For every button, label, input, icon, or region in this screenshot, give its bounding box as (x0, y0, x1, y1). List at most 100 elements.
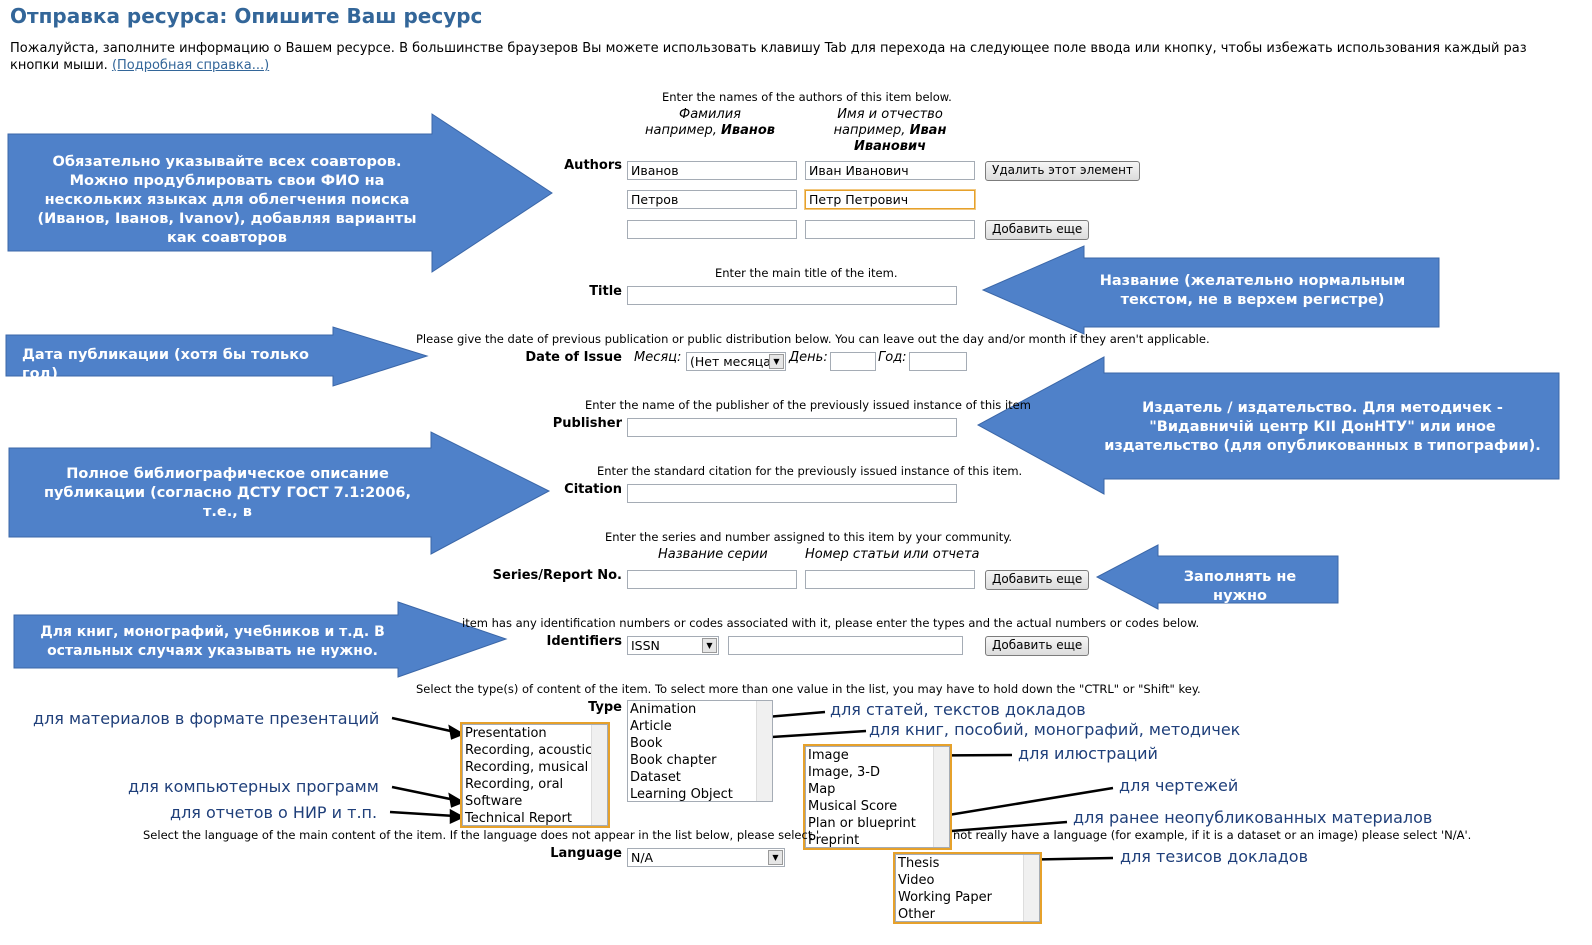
last-name-hint: Фамилия например, Иванов (644, 107, 776, 138)
author-first-name-field[interactable]: Петр Петрович (805, 190, 975, 209)
list-item[interactable]: Book chapter (630, 753, 717, 768)
callout-arrow-citation (8, 431, 551, 555)
language-select[interactable]: N/A▼ (627, 848, 785, 867)
list-item[interactable]: Recording, musical (465, 760, 589, 775)
type-hint: Select the type(s) of content of the ite… (416, 682, 1201, 696)
language-label: Language (550, 846, 622, 861)
callout-arrow-authors (7, 113, 553, 273)
intro-text: Пожалуйста, заполните информацию о Вашем… (10, 40, 1570, 74)
callout-identifiers: Для книг, монографий, учебников и т.д. В… (40, 624, 385, 659)
language-hint: Select the language of the main content … (143, 828, 820, 842)
title-label: Title (589, 284, 622, 299)
callout-arrow-title (981, 245, 1440, 335)
identifier-value-field[interactable] (728, 636, 963, 655)
list-item[interactable]: Other (898, 907, 935, 922)
list-item[interactable]: Book (630, 736, 663, 751)
callout-arrow-identifiers (13, 601, 508, 678)
callout-arrow-date (5, 326, 429, 387)
day-field[interactable] (830, 352, 876, 371)
title-hint: Enter the main title of the item. (715, 266, 898, 280)
list-item[interactable]: Dataset (630, 770, 681, 785)
title-field[interactable] (627, 286, 957, 305)
note-presentation: для материалов в формате презентаций (33, 709, 380, 728)
series-name-hint: Название серии (658, 547, 768, 562)
month-select[interactable]: (Нет месяца)▼ (686, 352, 786, 371)
callout-arrow-series (1095, 544, 1339, 610)
author-last-name-field[interactable]: Иванов (627, 161, 797, 180)
callout-publisher: Издатель / издательство. Для методичек -… (1104, 400, 1541, 454)
list-item[interactable]: Article (630, 719, 672, 734)
scrollbar[interactable] (933, 747, 949, 847)
series-label: Series/Report No. (492, 568, 622, 583)
list-item[interactable]: Image, 3-D (808, 765, 880, 780)
chevron-down-icon[interactable]: ▼ (768, 850, 783, 865)
list-item[interactable]: Working Paper (898, 890, 992, 905)
type-list-section[interactable]: Image Image, 3-D Map Musical Score Plan … (803, 744, 952, 850)
type-list[interactable]: Animation Article Book Book chapter Data… (627, 700, 773, 802)
list-item[interactable]: Animation (630, 702, 697, 717)
intro-paragraph: Пожалуйста, заполните информацию о Вашем… (10, 41, 1527, 73)
language-hint-end: not really have a language (for example,… (953, 828, 1472, 842)
list-item[interactable]: Learning Object (630, 787, 733, 802)
series-hint: Enter the series and number assigned to … (605, 530, 1013, 544)
pointer-report (389, 810, 456, 818)
publisher-label: Publisher (552, 416, 622, 431)
type-list-section[interactable]: Presentation Recording, acoustical Recor… (460, 722, 610, 828)
series-number-field[interactable] (805, 570, 975, 589)
series-name-field[interactable] (627, 570, 797, 589)
list-item[interactable]: Recording, acoustical (465, 743, 604, 758)
note-thesis: для тезисов докладов (1120, 847, 1308, 866)
year-field[interactable] (909, 352, 967, 371)
list-item[interactable]: Thesis (898, 856, 940, 871)
note-image: для илюстраций (1018, 744, 1158, 763)
help-link[interactable]: (Подробная справка...) (111, 58, 270, 73)
note-book: для книг, пособий, монографий, методичек (869, 720, 1241, 739)
citation-field[interactable] (627, 484, 957, 503)
author-first-name-field[interactable] (805, 220, 975, 239)
authors-label: Authors (564, 158, 622, 173)
month-label: Месяц: (634, 350, 682, 365)
scrollbar[interactable] (1023, 855, 1039, 921)
add-identifier-button[interactable]: Добавить еще (985, 636, 1090, 656)
note-software: для компьютерных программ (128, 777, 379, 796)
first-name-hint: Имя и отчество например, Иван Иванович (833, 107, 947, 154)
author-last-name-field[interactable] (627, 220, 797, 239)
callout-series: Заполнять не нужно (1183, 569, 1297, 604)
callout-arrow-publisher (976, 356, 1560, 495)
list-item[interactable]: Recording, oral (465, 777, 564, 792)
pointer-software (391, 785, 456, 802)
date-label: Date of Issue (525, 350, 622, 365)
publisher-field[interactable] (627, 418, 957, 437)
add-author-button[interactable]: Добавить еще (985, 220, 1090, 240)
note-report: для отчетов о НИР и т.п. (170, 803, 378, 822)
author-last-name-field[interactable]: Петров (627, 190, 797, 209)
list-item[interactable]: Video (898, 873, 935, 888)
chevron-down-icon[interactable]: ▼ (769, 354, 784, 369)
author-first-name-field[interactable]: Иван Иванович (805, 161, 975, 180)
publisher-hint: Enter the name of the publisher of the p… (585, 398, 1031, 412)
list-item[interactable]: Software (465, 794, 523, 809)
list-item[interactable]: Musical Score (808, 799, 898, 814)
list-item[interactable]: Map (808, 782, 836, 797)
list-item[interactable]: Presentation (465, 726, 547, 741)
identifier-type-select[interactable]: ISSN▼ (627, 636, 719, 655)
callout-authors: Обязательно указывайте всех соавторов. М… (37, 154, 417, 246)
list-item[interactable]: Preprint (808, 833, 860, 848)
chevron-down-icon[interactable]: ▼ (702, 638, 717, 653)
list-item[interactable]: Image (808, 748, 849, 763)
day-label: День: (789, 350, 828, 365)
remove-author-button[interactable]: Удалить этот элемент (985, 161, 1140, 181)
type-list-section[interactable]: Thesis Video Working Paper Other (893, 852, 1042, 924)
scrollbar[interactable] (756, 701, 772, 801)
note-blueprint: для чертежей (1119, 776, 1239, 795)
pointer-presentation (391, 716, 456, 734)
date-hint: Please give the date of previous publica… (416, 332, 1210, 346)
list-item[interactable]: Plan or blueprint (808, 816, 916, 831)
add-series-button[interactable]: Добавить еще (985, 570, 1090, 590)
identifiers-label: Identifiers (546, 634, 623, 649)
scrollbar[interactable] (591, 725, 607, 825)
type-label: Type (588, 700, 622, 715)
list-item[interactable]: Technical Report (465, 811, 572, 826)
citation-label: Citation (564, 482, 622, 497)
